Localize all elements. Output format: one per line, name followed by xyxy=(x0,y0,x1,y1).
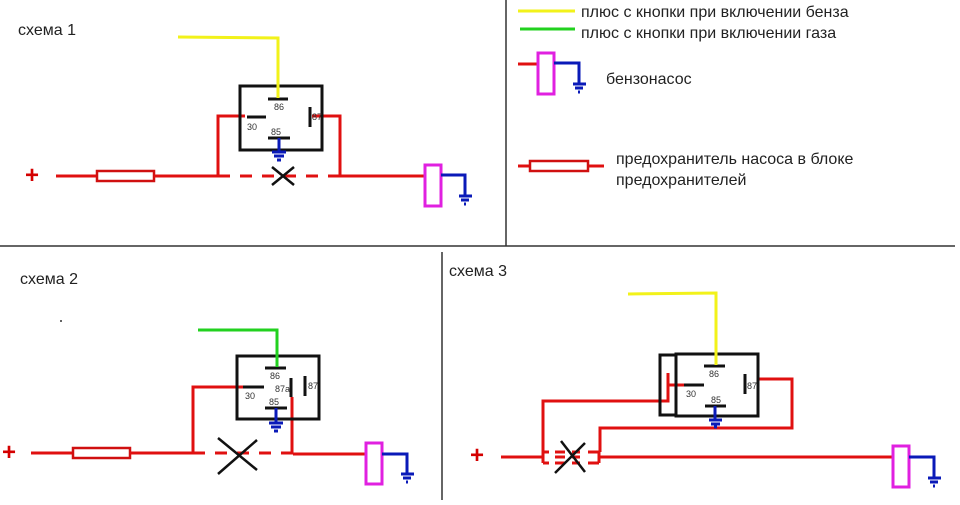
cross-mark xyxy=(271,166,295,186)
legend-pump-symbol xyxy=(518,51,586,96)
ground-icon xyxy=(709,406,722,429)
scheme-2-title: схема 2 xyxy=(20,271,78,288)
pin-label-86: 86 xyxy=(274,102,284,112)
fuse-1 xyxy=(95,169,156,183)
pin-label-30: 30 xyxy=(245,391,255,401)
legend-fuse-symbol xyxy=(518,159,604,173)
fuel-pump-1 xyxy=(423,163,443,208)
pin-label-87: 87 xyxy=(312,112,322,122)
relay-30-wire xyxy=(216,114,245,176)
ground-wire xyxy=(909,455,936,478)
legend-green-label: плюс с кнопки при включении газа xyxy=(581,25,836,42)
ground-icon xyxy=(272,138,286,162)
pin-label-85: 85 xyxy=(271,127,281,137)
legend-pump-label: бензонасос xyxy=(606,71,692,88)
scheme-1: схема 1 + 86 30 85 87 xyxy=(18,22,472,208)
scheme-3: схема 3 + 86 xyxy=(449,263,941,489)
pin-label-86: 86 xyxy=(709,369,719,379)
pin-label-85: 85 xyxy=(711,395,721,405)
ground-icon xyxy=(401,472,414,484)
pin-label-85: 85 xyxy=(269,397,279,407)
pin-label-30: 30 xyxy=(686,389,696,399)
scheme-2: схема 2 + 86 30 85 87a 87 xyxy=(2,271,414,486)
pin-label-86: 86 xyxy=(270,371,280,381)
pin-label-87: 87 xyxy=(308,381,318,391)
legend: плюс с кнопки при включении бенза плюс с… xyxy=(518,4,854,189)
ground-icon xyxy=(928,476,941,488)
fuse-2 xyxy=(71,446,132,460)
fuel-pump-3 xyxy=(891,444,911,489)
petrol-button-wire xyxy=(627,291,718,365)
pin-label-30: 30 xyxy=(247,122,257,132)
legend-yellow-label: плюс с кнопки при включении бенза xyxy=(581,4,849,21)
removed-fuse xyxy=(541,450,601,465)
cross-mark xyxy=(554,442,586,474)
cross-mark xyxy=(217,437,258,471)
ground-wire xyxy=(382,452,409,474)
gas-button-wire xyxy=(198,328,279,367)
relay-30-wire xyxy=(191,385,243,453)
scheme-3-title: схема 3 xyxy=(449,263,507,280)
legend-fuse-label-2: предохранителей xyxy=(616,172,746,189)
plus-terminal-1: + xyxy=(25,162,39,189)
cross-mark xyxy=(217,439,258,475)
relay-87-wire xyxy=(598,377,794,452)
petrol-button-wire xyxy=(177,35,280,98)
pin-label-87: 87 xyxy=(747,381,757,391)
scheme-1-title: схема 1 xyxy=(18,22,76,39)
relay-30-wire xyxy=(541,383,684,452)
ground-icon xyxy=(459,194,472,206)
fuel-pump-2 xyxy=(364,441,384,486)
legend-fuse-label: предохранитель насоса в блоке xyxy=(616,151,854,168)
plus-terminal-3: + xyxy=(470,442,484,469)
relay-1 xyxy=(238,84,324,152)
pin-label-87a: 87a xyxy=(275,384,290,394)
ground-icon xyxy=(269,408,283,433)
stray-dot xyxy=(60,320,62,322)
plus-terminal-2: + xyxy=(2,439,16,466)
relay-87-wire xyxy=(312,114,342,176)
ground-wire xyxy=(441,173,467,196)
